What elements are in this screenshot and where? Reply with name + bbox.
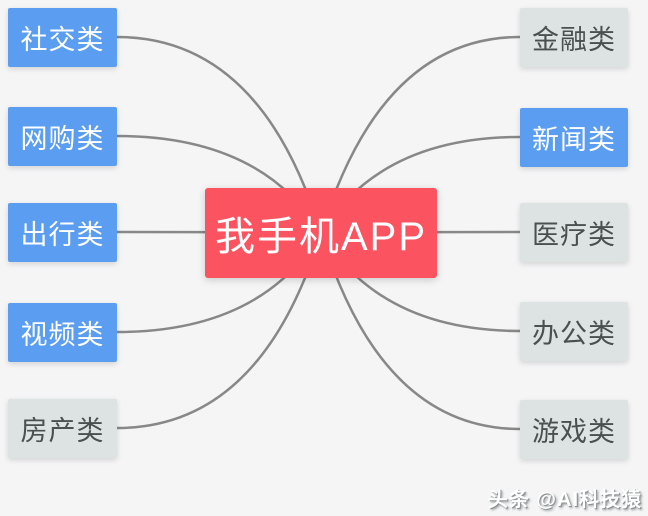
node-games[interactable]: 游戏类	[520, 400, 628, 459]
edge-line	[319, 231, 522, 431]
node-real-estate[interactable]: 房产类	[8, 399, 117, 458]
node-office[interactable]: 办公类	[520, 302, 628, 361]
watermark: 头条 @AI科技猿	[487, 489, 642, 511]
node-video[interactable]: 视频类	[8, 303, 117, 362]
center-node[interactable]: 我手机APP	[205, 188, 437, 278]
node-social[interactable]: 社交类	[8, 8, 117, 67]
node-shopping[interactable]: 网购类	[8, 107, 117, 166]
node-medical[interactable]: 医疗类	[520, 203, 628, 262]
node-travel[interactable]: 出行类	[8, 203, 117, 262]
node-finance[interactable]: 金融类	[520, 8, 628, 67]
node-news[interactable]: 新闻类	[520, 108, 628, 167]
edge-line	[319, 35, 522, 235]
edge-line	[115, 35, 323, 235]
edge-line	[115, 231, 323, 430]
